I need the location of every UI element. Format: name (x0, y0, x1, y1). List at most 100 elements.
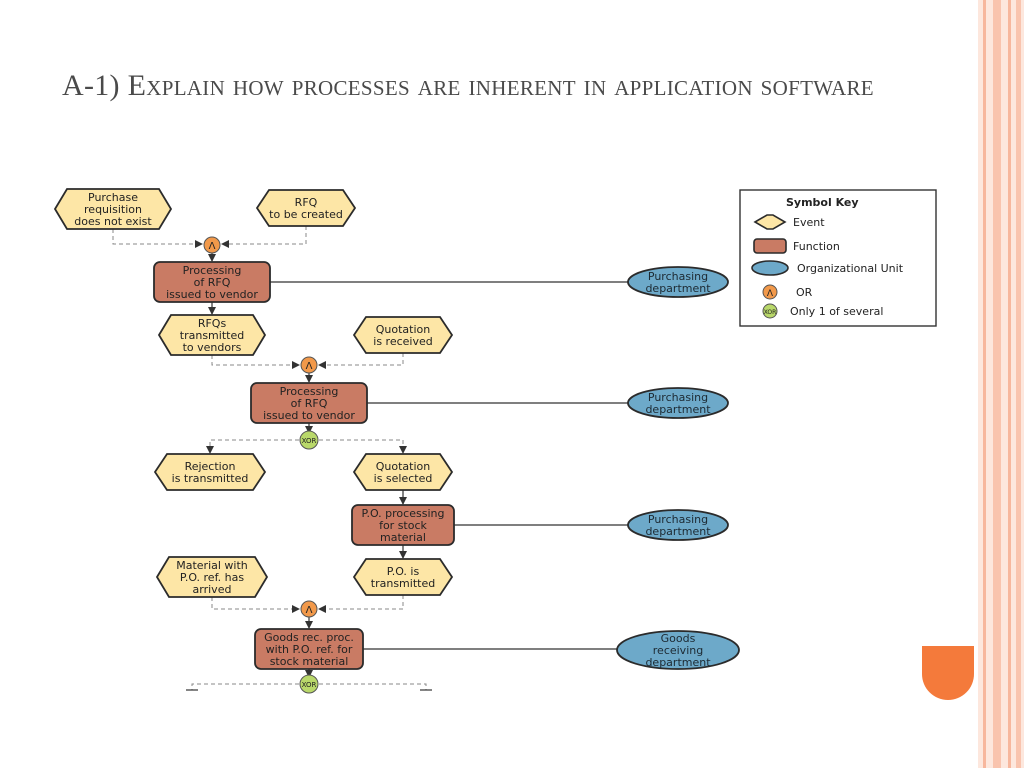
key-event-icon (753, 214, 787, 230)
event-label: Material with (176, 559, 248, 572)
event-label: Quotation (376, 323, 431, 336)
function-label: material (380, 531, 426, 544)
event-label: Purchase (88, 191, 138, 204)
key-label: Organizational Unit (797, 262, 904, 275)
symbol-key-title: Symbol Key (786, 196, 859, 209)
flow-line-c3-e5 (206, 439, 299, 454)
function-label: issued to vendor (263, 409, 355, 422)
connector-circle (300, 356, 318, 374)
or-connector: Λ (203, 236, 221, 254)
function-label: issued to vendor (166, 288, 258, 301)
function-box (351, 504, 455, 546)
event-hexagon (352, 558, 454, 596)
function-label: Processing (280, 385, 339, 398)
event-label: RFQs (198, 317, 227, 330)
event-hexagon (153, 453, 267, 491)
flow-line-e2-c1 (221, 226, 307, 248)
key-function-icon (753, 238, 787, 254)
or-connector: Λ (300, 356, 318, 374)
flow-line-c5-right (319, 683, 427, 690)
event-label: is received (373, 335, 432, 348)
event-hexagon (53, 188, 173, 230)
event-label: is selected (374, 472, 433, 485)
event-hexagon (155, 556, 269, 598)
flow-line-e4-c2 (318, 353, 404, 369)
flow-line-e3-c2 (211, 355, 300, 369)
connector-circle (300, 600, 318, 618)
event-label: to be created (269, 208, 343, 221)
connector-symbol: XOR (302, 681, 317, 689)
event-label: P.O. is (387, 565, 420, 578)
function-label: P.O. processing (362, 507, 445, 520)
function-label: stock material (270, 655, 349, 668)
function-label: with P.O. ref. for (266, 643, 353, 656)
key-xor-icon (762, 303, 778, 319)
connector-symbol: Λ (209, 241, 216, 252)
org-unit-label: Purchasing (648, 513, 708, 526)
xor-connector: XOR (299, 430, 319, 450)
event-label: to vendors (183, 341, 242, 354)
org-unit-ellipse (616, 630, 740, 670)
function-box (153, 261, 271, 303)
event-label: requisition (84, 203, 142, 216)
org-unit-ellipse (627, 509, 729, 541)
function-label: of RFQ (291, 397, 328, 410)
org-unit-label: Purchasing (648, 270, 708, 283)
org-unit-label: department (645, 656, 711, 669)
event-hexagon (255, 189, 357, 227)
connector-circle (299, 674, 319, 694)
flow-line-c3-e6 (319, 439, 407, 454)
event-label: Rejection (185, 460, 236, 473)
right-stripe-2 (993, 0, 1001, 768)
connector-circle (203, 236, 221, 254)
function-shape: Goods rec. proc.with P.O. ref. forstock … (254, 628, 364, 670)
org-unit-label: department (645, 282, 711, 295)
xor-connector: XOR (299, 674, 319, 694)
org-unit-label: Goods (661, 632, 696, 645)
org-unit-label: department (645, 403, 711, 416)
connector-symbol: Λ (306, 605, 313, 616)
function-label: Goods rec. proc. (264, 631, 354, 644)
function-label: Processing (183, 264, 242, 277)
key-label: Event (793, 216, 825, 229)
key-label: OR (796, 286, 813, 299)
symbol-key-box (739, 189, 937, 327)
event-label: Quotation (376, 460, 431, 473)
right-stripe-3 (1008, 0, 1011, 768)
org-unit-label: receiving (653, 644, 703, 657)
connector-circle (299, 430, 319, 450)
function-box (250, 382, 368, 424)
event-hexagon (352, 316, 454, 354)
event-label: P.O. ref. has (180, 571, 244, 584)
key-or-icon (762, 284, 778, 300)
key-connector-symbol: XOR (764, 309, 777, 316)
key-label: Function (793, 240, 840, 253)
flow-line-c5-left (191, 683, 299, 690)
key-label: Only 1 of several (790, 305, 883, 318)
function-label: of RFQ (194, 276, 231, 289)
connector-symbol: XOR (302, 437, 317, 445)
event-label: does not exist (74, 215, 152, 228)
org-unit-ellipse (627, 266, 729, 298)
right-stripe-1 (983, 0, 986, 768)
event-label: is transmitted (172, 472, 249, 485)
org-unit-label: Purchasing (648, 391, 708, 404)
org-unit-label: department (645, 525, 711, 538)
flow-line-e7-c4 (211, 597, 300, 613)
right-stripe-4 (1016, 0, 1021, 768)
